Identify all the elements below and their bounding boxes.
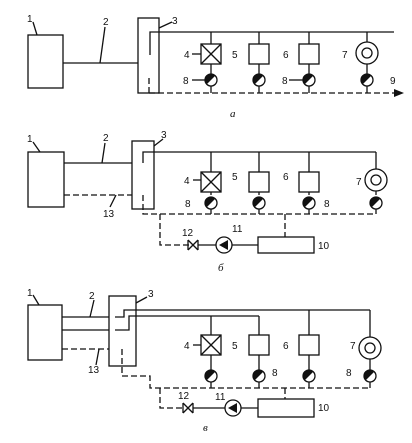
label-8: 8 xyxy=(183,76,189,87)
gauge-8 xyxy=(369,196,383,210)
label-1: 1 xyxy=(27,14,33,25)
label-6: 6 xyxy=(283,50,289,61)
device-6-box xyxy=(298,43,320,65)
gauge-8 xyxy=(302,196,316,210)
label-8: 8 xyxy=(324,199,330,210)
label-6: 6 xyxy=(283,341,289,352)
label-3: 3 xyxy=(161,130,167,141)
label-7: 7 xyxy=(342,50,348,61)
device-5-box xyxy=(248,171,270,193)
scheme-c: 1 2 3 4 5 6 7 8 8 10 11 12 13 в xyxy=(27,288,382,434)
gauge-8 xyxy=(252,196,266,210)
label-2: 2 xyxy=(103,17,109,28)
caption-v: в xyxy=(203,422,208,434)
label-7: 7 xyxy=(350,341,356,352)
label-2: 2 xyxy=(89,291,95,302)
label-4: 4 xyxy=(184,50,190,61)
device-5-box xyxy=(248,334,270,356)
gauge-8 xyxy=(302,73,316,87)
gauge-8 xyxy=(363,369,377,383)
label-12: 12 xyxy=(182,228,194,239)
label-8: 8 xyxy=(282,76,288,87)
label-1: 1 xyxy=(27,288,33,299)
gauge-8 xyxy=(204,369,218,383)
label-5: 5 xyxy=(232,341,238,352)
label-11: 11 xyxy=(215,392,226,403)
label-12: 12 xyxy=(178,391,190,402)
device-6-box xyxy=(298,334,320,356)
arrow-icon xyxy=(394,89,404,97)
caption-a: а xyxy=(230,108,236,120)
label-1: 1 xyxy=(27,134,33,145)
label-10: 10 xyxy=(318,241,330,252)
label-13: 13 xyxy=(103,209,115,220)
caption-b: б xyxy=(218,262,224,274)
label-9: 9 xyxy=(390,76,396,87)
label-11: 11 xyxy=(232,224,243,235)
label-4: 4 xyxy=(184,176,190,187)
device-5-box xyxy=(248,43,270,65)
gauge-8 xyxy=(252,73,266,87)
gauge-8 xyxy=(302,369,316,383)
label-8: 8 xyxy=(346,368,352,379)
label-4: 4 xyxy=(184,341,190,352)
distributor-3 xyxy=(108,295,137,367)
gauge-8 xyxy=(252,369,266,383)
label-5: 5 xyxy=(232,50,238,61)
label-2: 2 xyxy=(103,133,109,144)
source-1 xyxy=(27,304,63,361)
source-1 xyxy=(27,151,65,208)
scheme-a: 1 2 3 4 5 6 7 8 8 9 а xyxy=(27,14,404,120)
gauge-8 xyxy=(360,73,374,87)
source-1 xyxy=(27,34,64,89)
label-8: 8 xyxy=(272,368,278,379)
tank-10 xyxy=(257,236,315,254)
scheme-b: 1 2 3 4 5 6 7 8 8 10 11 12 13 б xyxy=(27,130,388,274)
label-13: 13 xyxy=(88,365,100,376)
gauge-8 xyxy=(204,196,218,210)
label-5: 5 xyxy=(232,172,238,183)
tank-10 xyxy=(257,398,315,418)
label-10: 10 xyxy=(318,403,330,414)
label-3: 3 xyxy=(172,16,178,27)
label-3: 3 xyxy=(148,289,154,300)
label-8: 8 xyxy=(185,199,191,210)
label-6: 6 xyxy=(283,172,289,183)
label-7: 7 xyxy=(356,177,362,188)
gauge-8 xyxy=(204,73,218,87)
device-6-box xyxy=(298,171,320,193)
